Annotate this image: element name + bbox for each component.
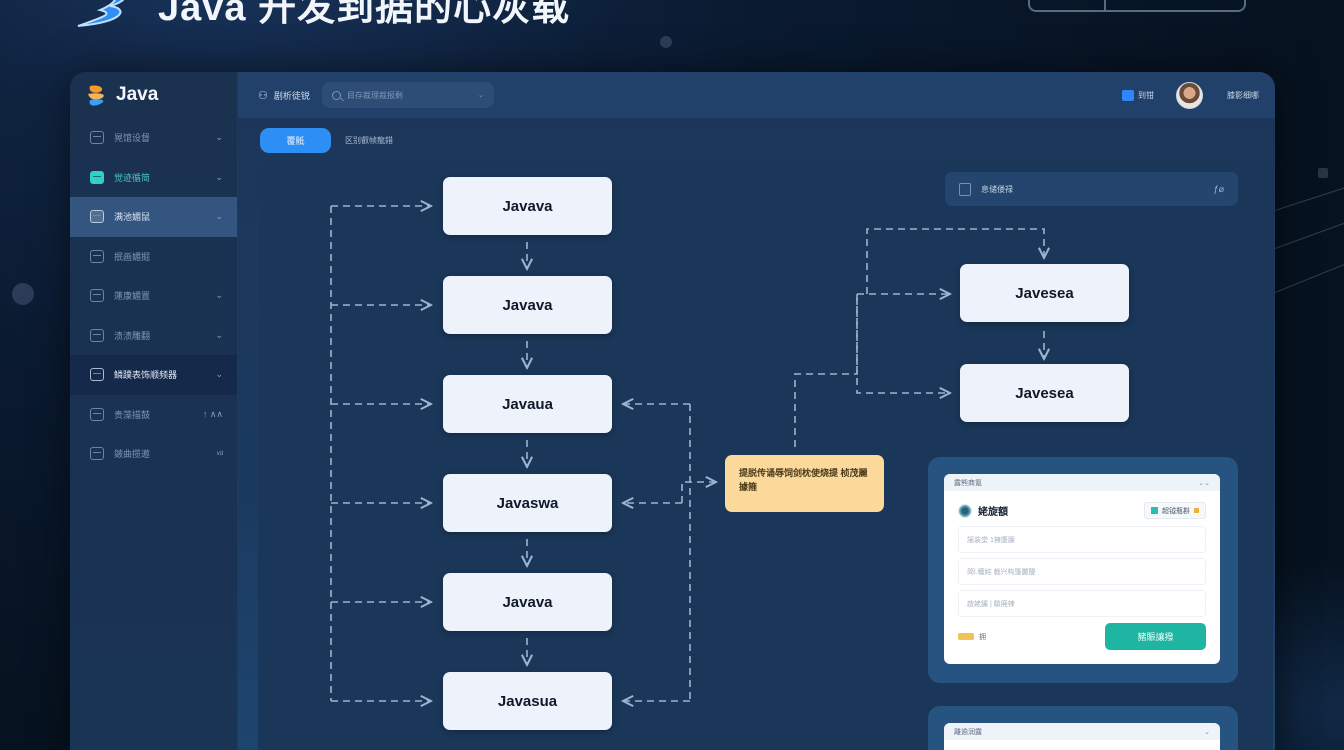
chevron-down-icon: ⌄ [215, 132, 223, 143]
hero-button-group[interactable] [1028, 0, 1246, 12]
form-field[interactable]: 啟姥鑼 | 驗廃辣 [958, 590, 1206, 617]
sidebar-item-monitor[interactable]: 贵藻描鼓 ↑ ∧∧ [70, 395, 237, 435]
form-footer: 拥 豬賑讓撥 [944, 617, 1220, 650]
book-icon [90, 328, 104, 342]
document-icon [90, 170, 104, 184]
form-card-2-header[interactable]: 離逾润露 ⌄ [944, 723, 1220, 740]
flow-node[interactable]: Javasua [443, 672, 612, 730]
flow-node[interactable]: Javesea [960, 264, 1129, 322]
background-line [1274, 262, 1344, 293]
flow-node[interactable]: Javaua [443, 375, 612, 433]
sidebar-item-documents[interactable]: 觉迹循简 ⌄ [70, 158, 237, 198]
brand[interactable]: Java [70, 72, 237, 118]
printer-icon [90, 249, 104, 263]
chevron-down-icon: ⌄ [215, 211, 223, 222]
building-icon [90, 447, 104, 461]
form-container-2: 離逾润露 ⌄ [928, 706, 1238, 750]
form-container: 露熊商氪 ⌄⌄ 姥旋額 超钺瓶斟 謡装堂 1擁腹腺 简l.穫姹 裁兴构篷麗醍 啟… [928, 457, 1238, 683]
sidebar-item-building[interactable]: 皴曲揽邀 ᵛᵈ [70, 434, 237, 474]
chevron-down-icon: ⌄ [215, 290, 223, 301]
form-card: 露熊商氪 ⌄⌄ 姥旋額 超钺瓶斟 謡装堂 1擁腹腺 简l.穫姹 裁兴构篷麗醍 啟… [944, 474, 1220, 664]
message-icon [1122, 89, 1134, 101]
sort-indicator-icon: ↑ ∧∧ [202, 408, 223, 419]
breadcrumb-label: 剧析徒锐 [273, 90, 310, 101]
background-line [1274, 220, 1344, 249]
network-icon: ⚇ [258, 89, 268, 102]
chevron-down-icon[interactable]: ⌄ [1204, 728, 1210, 736]
submit-button[interactable]: 豬賑讓撥 [1105, 623, 1206, 650]
background-line [1274, 185, 1344, 211]
globe-logo-icon [958, 503, 972, 518]
brand-name: Java [116, 84, 159, 105]
search-icon [331, 90, 341, 100]
sort-indicator-icon: ᵛᵈ [216, 448, 223, 459]
badge-dot-icon [1194, 508, 1199, 513]
status-badge[interactable]: 超钺瓶斟 [1144, 502, 1206, 519]
sidebar: Java 晃馆设督 ⌄ 觉迹循简 ⌄ 满池媚鼠 ⌄ 抿画媚掘 蓮康媚置 ⌄ [70, 72, 238, 750]
background-dot [1318, 168, 1328, 178]
sidebar-item-active[interactable]: 满池媚鼠 ⌄ [70, 197, 237, 237]
chevron-down-icon: ⌄ [215, 329, 223, 340]
search-placeholder: 目存裁理裁报剩 [346, 90, 403, 100]
grid-doc-icon [90, 210, 104, 224]
hero-button-left[interactable] [1030, 0, 1106, 10]
app-window: Java 晃馆设督 ⌄ 觉迹循简 ⌄ 满池媚鼠 ⌄ 抿画媚掘 蓮康媚置 ⌄ [70, 72, 1275, 750]
sidebar-item-layout[interactable]: 鳞蹼表饰顺频器 ⌄ [70, 355, 237, 395]
cloud-box-icon [90, 289, 104, 303]
hero-button-right[interactable] [1106, 0, 1244, 10]
footer-tag [958, 633, 974, 640]
sidebar-item-book[interactable]: 溃溃雕翻 ⌄ [70, 316, 237, 356]
download-tray-icon [90, 131, 104, 145]
sidebar-item-settings[interactable]: 晃馆设督 ⌄ [70, 118, 237, 158]
java-swirl-logo-icon [77, 0, 125, 27]
chevron-down-icon: ⌄ [215, 369, 223, 380]
layout-icon [90, 368, 104, 382]
hero-title-text: Java 开发到据的心灰载 [158, 0, 571, 29]
topbar: ⚇ 剧析徒锐 目存裁理裁报剩 ⌄ 到钳 膝影细哪 [238, 72, 1275, 118]
flow-note[interactable]: 提脱传诵辱饲剑枕使烧提 桢茂麗據箍 [725, 455, 884, 512]
badge-icon [1151, 507, 1158, 514]
background-dot [660, 36, 672, 48]
avatar[interactable] [1176, 81, 1203, 109]
function-icon[interactable]: ƒ⌀ [1213, 183, 1224, 194]
chevron-down-icon: ⌄ [215, 171, 223, 182]
hero-title: Java 开发到据的心灰载 [70, 0, 571, 29]
search-input[interactable]: 目存裁理裁报剩 ⌄ [321, 82, 494, 108]
form-card-header: 露熊商氪 ⌄⌄ [944, 474, 1220, 491]
flow-node[interactable]: Javava [443, 276, 612, 334]
flow-node[interactable]: Javesea [960, 364, 1129, 422]
notification-button[interactable]: 到钳 [1122, 89, 1154, 101]
background-dot [12, 283, 34, 305]
form-field[interactable]: 謡装堂 1擁腹腺 [958, 526, 1206, 553]
monitor-icon [90, 407, 104, 421]
sidebar-item-print[interactable]: 抿画媚掘 [70, 237, 237, 277]
side-panel-header[interactable]: 息储偻禄 ƒ⌀ [945, 172, 1238, 206]
form-card-title: 姥旋額 超钺瓶斟 [944, 491, 1220, 521]
chevron-down-icon: ⌄ [478, 92, 484, 99]
tab-bar: 覆骶 区别叡帧龍錯 [260, 128, 393, 153]
java-logo-icon [88, 85, 104, 106]
tab-inactive[interactable]: 区别叡帧龍錯 [345, 136, 393, 145]
side-panel-label: 息储偻禄 [981, 184, 1013, 194]
user-name[interactable]: 膝影细哪 [1227, 90, 1259, 100]
flow-node[interactable]: Javava [443, 573, 612, 631]
flow-node[interactable]: Javaswa [443, 474, 612, 532]
panel-icon [959, 182, 971, 196]
sidebar-item-cloud[interactable]: 蓮康媚置 ⌄ [70, 276, 237, 316]
flow-node[interactable]: Javava [443, 177, 612, 235]
tab-active[interactable]: 覆骶 [260, 128, 331, 153]
collapse-icon[interactable]: ⌄⌄ [1198, 479, 1210, 487]
form-field[interactable]: 简l.穫姹 裁兴构篷麗醍 [958, 558, 1206, 585]
topbar-right: 到钳 膝影细哪 [1122, 81, 1259, 109]
form-card-2: 離逾润露 ⌄ [944, 723, 1220, 750]
breadcrumb[interactable]: ⚇ 剧析徒锐 [258, 89, 310, 102]
